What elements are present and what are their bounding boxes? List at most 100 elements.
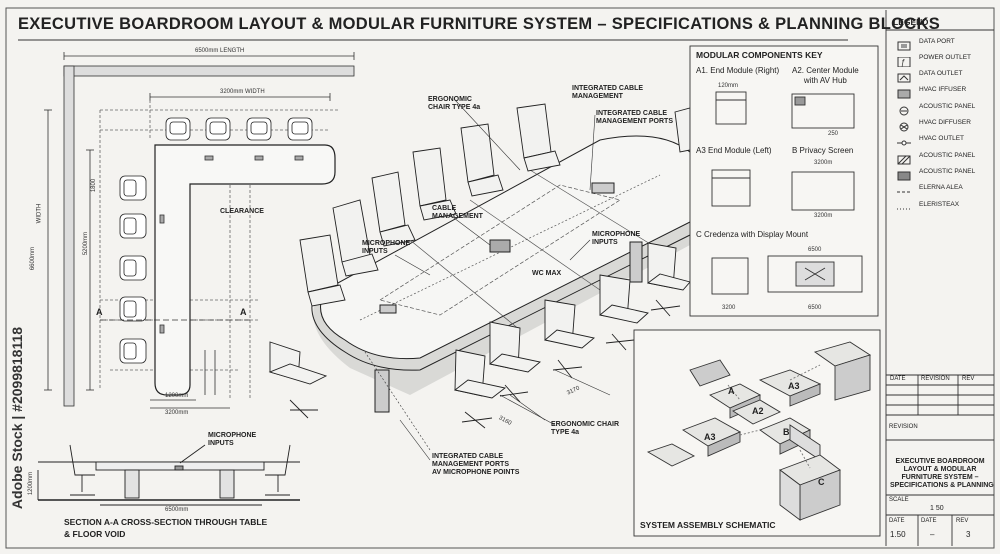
- assembly-a3-label: A3: [788, 381, 800, 391]
- legend-item-label: ELERISTEAX: [919, 201, 960, 208]
- modular-key-box: [689, 45, 879, 317]
- svg-text:ƒ: ƒ: [901, 58, 905, 67]
- assembly-a3b-label: A3: [704, 432, 716, 442]
- section-1200-label: 1200mm: [28, 471, 35, 496]
- legend-item: HVAC DIFFUSER: [893, 117, 993, 133]
- legend-item-label: ELERNA ALEA: [919, 184, 963, 191]
- legend-heading: LEGEND: [893, 17, 929, 27]
- section-6500-label: 6500mm: [165, 507, 189, 513]
- power-outlet-icon: ƒ: [897, 54, 911, 68]
- plan-view: [44, 52, 355, 409]
- microphone-inputs-left-label: MICROPHONE INPUTS: [362, 240, 411, 255]
- legend-item: ELERNA ALEA: [893, 182, 993, 198]
- dash-line-2-icon: [897, 201, 911, 211]
- isometric-table: [311, 135, 696, 413]
- assembly-heading: SYSTEM ASSEMBLY SCHEMATIC: [640, 520, 776, 530]
- plan-width-label: 3200mm WIDTH: [220, 89, 265, 95]
- legend-item: ACOUSTIC PANEL: [893, 101, 993, 117]
- section-caption: SECTION A-A CROSS-SECTION THROUGH TABLE …: [64, 517, 268, 539]
- module-b-label: B Privacy Screen: [792, 146, 854, 155]
- tb-revision-header: REVISION: [921, 376, 950, 382]
- key-dim-6500: 6500: [808, 247, 822, 253]
- integrated-cable-label: INTEGRATED CABLE MANAGEMENT: [572, 85, 644, 100]
- page-title: EXECUTIVE BOARDROOM LAYOUT & MODULAR FUR…: [18, 15, 941, 33]
- integrated-ports-bottom-label: INTEGRATED CABLE MANAGEMENT PORTS AV MIC…: [432, 453, 520, 476]
- microphone-inputs-right-label: MICROPHONE INPUTS: [592, 231, 641, 246]
- key-dim-3200c: 3200: [722, 305, 736, 311]
- section-a-right: A: [240, 307, 247, 317]
- data-outlet-icon: [897, 70, 911, 83]
- module-a2-label: A2. Center Module with AV Hub: [792, 66, 859, 85]
- assembly-box: [633, 329, 881, 537]
- tb-rev-header: REV: [962, 376, 975, 382]
- legend-item: HVAC IFFUSER: [893, 84, 993, 100]
- legend-item: ƒ POWER OUTLET: [893, 52, 993, 68]
- key-dim-3200: 3200m: [814, 160, 833, 166]
- acoustic-panel-icon: [897, 103, 911, 116]
- tb-date-value: 1.50: [890, 530, 906, 539]
- assembly-b-label: B: [783, 427, 790, 437]
- tb-rev-value: 3: [966, 530, 971, 539]
- plan-3200-label: 3200mm: [165, 410, 189, 416]
- tb-project-title: EXECUTIVE BOARDROOM LAYOUT & MODULAR FUR…: [890, 458, 994, 489]
- legend-item: ELERISTEAX: [893, 199, 993, 215]
- assembly-c-label: C: [818, 477, 825, 487]
- plan-1800-label: 1800: [91, 178, 98, 193]
- tb-scale-label: SCALE: [889, 497, 909, 503]
- plan-5200-label: 5200mm: [83, 231, 90, 256]
- legend-item-label: HVAC OUTLET: [919, 135, 965, 142]
- tb-date2-label: DATE: [921, 518, 937, 524]
- dash-line-icon: [897, 184, 911, 194]
- legend-item-label: HVAC DIFFUSER: [919, 119, 971, 126]
- legend-item: ACOUSTIC PANEL: [893, 150, 993, 166]
- wc-max-label: WC MAX: [532, 270, 562, 277]
- legend-frame: [885, 10, 994, 546]
- plan-6600-label: 6600mm: [30, 246, 37, 271]
- legend-item-label: POWER OUTLET: [919, 54, 972, 61]
- assembly-a-label: A: [728, 386, 735, 396]
- legend-item: ACOUSTIC PANEL: [893, 166, 993, 182]
- tb-date-label: DATE: [889, 518, 905, 524]
- legend-item: DATA PORT: [893, 36, 993, 52]
- ergonomic-chair-bottom-label: ERGONOMIC CHAIR TYPE 4a: [551, 421, 620, 436]
- tb-rev2-label: REV: [956, 518, 969, 524]
- hvac-outlet-icon: [897, 135, 911, 146]
- legend-item-label: HVAC IFFUSER: [919, 86, 967, 93]
- cable-management-label: CABLE MANAGEMENT: [432, 205, 483, 220]
- acoustic-panel-solid-icon: [897, 168, 911, 181]
- legend-item: HVAC OUTLET: [893, 133, 993, 149]
- tb-date2-value: –: [930, 530, 935, 539]
- hvac-diffuser-icon: [897, 86, 911, 99]
- clearance-label: CLEARANCE: [220, 208, 264, 215]
- legend-item-label: ACOUSTIC PANEL: [919, 103, 976, 110]
- module-a3-label: A3 End Module (Left): [696, 146, 772, 155]
- tb-date-header: DATE: [890, 376, 906, 382]
- module-c-label: C Credenza with Display Mount: [696, 230, 809, 239]
- legend-item-label: DATA PORT: [919, 38, 955, 45]
- plan-width-side-label: WIDTH: [36, 203, 43, 224]
- isometric-chairs: [268, 103, 691, 429]
- section-view: [37, 444, 300, 506]
- key-dim-3200b: 3200m: [814, 213, 833, 219]
- legend-item: DATA OUTLET: [893, 68, 993, 84]
- plan-length-label: 6500mm LENGTH: [195, 48, 245, 54]
- legend-item-label: ACOUSTIC PANEL: [919, 152, 976, 159]
- legend-item-label: ACOUSTIC PANEL: [919, 168, 976, 175]
- ergonomic-chair-label: ERGONOMIC CHAIR TYPE 4a: [428, 96, 481, 111]
- legend-item-label: DATA OUTLET: [919, 70, 963, 77]
- key-dim-120: 120mm: [718, 83, 739, 89]
- key-dim-6500b: 6500: [808, 305, 822, 311]
- watermark: Adobe Stock | #2099818118: [9, 326, 25, 510]
- tb-scale-value: 1 50: [930, 505, 944, 512]
- assembly-a2-label: A2: [752, 406, 764, 416]
- section-a-left: A: [96, 307, 103, 317]
- hvac-diffuser-round-icon: [897, 119, 911, 132]
- acoustic-panel-hatch-icon: [897, 152, 911, 165]
- tb-revision2-label: REVISION: [889, 424, 918, 430]
- key-dim-250: 250: [828, 131, 839, 137]
- data-port-icon: [897, 38, 911, 51]
- integrated-cable-ports-label: INTEGRATED CABLE MANAGEMENT PORTS: [596, 110, 673, 125]
- section-mic-inputs-label: MICROPHONE INPUTS: [208, 432, 257, 447]
- plan-1200-label: 1200mm: [165, 393, 189, 399]
